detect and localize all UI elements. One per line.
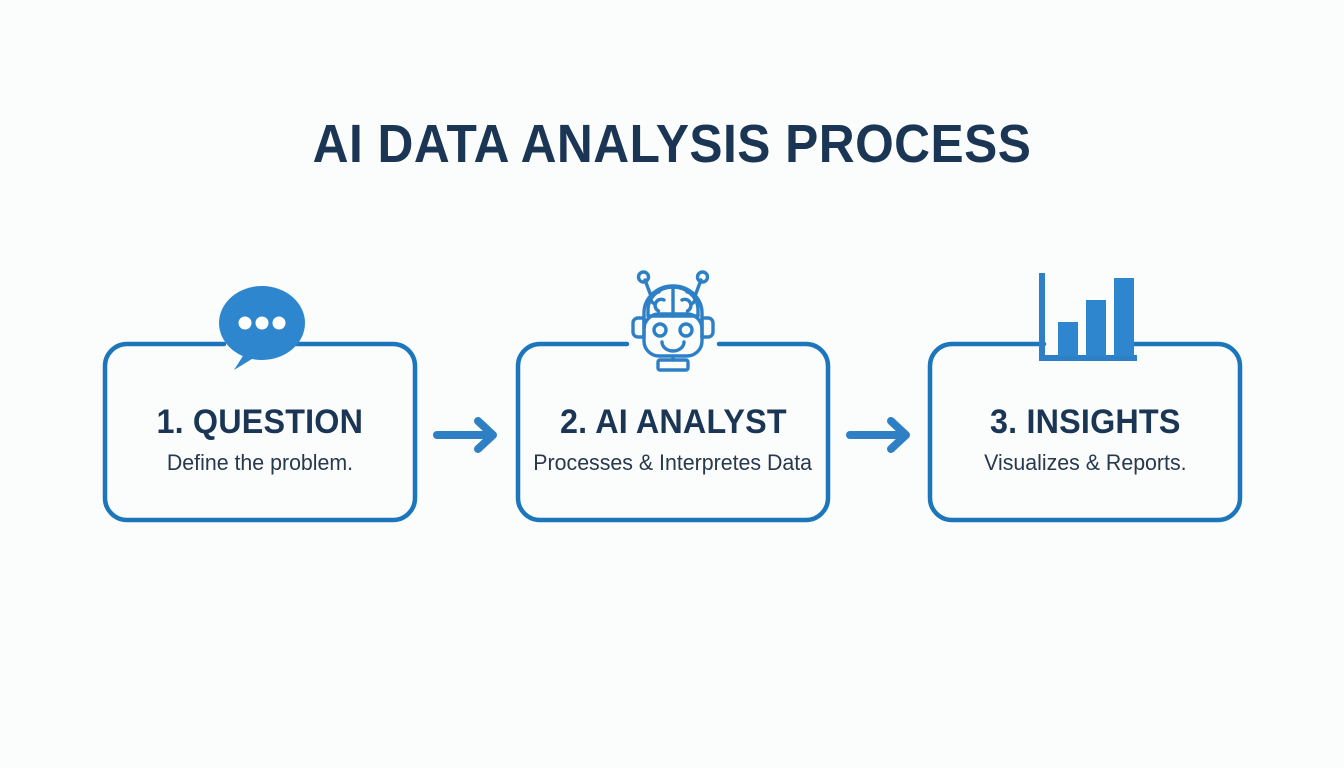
- robot-head-icon: [615, 266, 731, 374]
- process-step-insights[interactable]: 3. INSIGHTS Visualizes & Reports.: [927, 273, 1243, 523]
- process-step-ai-analyst[interactable]: 2. AI ANALYST Processes & Interpretes Da…: [515, 270, 831, 523]
- step-subtitle: Define the problem.: [166, 450, 354, 476]
- step-heading: 3. INSIGHTS: [989, 402, 1181, 441]
- step-heading: 1. QUESTION: [156, 402, 364, 441]
- step-text-block: 2. AI ANALYST Processes & Interpretes Da…: [516, 342, 830, 522]
- speech-bubble-icon: [212, 282, 308, 374]
- process-step-question[interactable]: 1. QUESTION Define the problem.: [102, 286, 418, 523]
- process-flow-row: 1. QUESTION Define the problem.: [0, 260, 1344, 540]
- arrow-right-icon-1: [432, 415, 504, 455]
- step-text-block: 1. QUESTION Define the problem.: [103, 342, 417, 522]
- step-subtitle: Visualizes & Reports.: [983, 450, 1187, 476]
- arrow-right-icon-2: [845, 415, 917, 455]
- bar-chart-icon: [1030, 270, 1140, 370]
- step-subtitle: Processes & Interpretes Data: [533, 450, 813, 476]
- page-title: AI DATA ANALYSIS PROCESS: [312, 114, 1032, 174]
- step-text-block: 3. INSIGHTS Visualizes & Reports.: [928, 342, 1242, 522]
- step-heading: 2. AI ANALYST: [559, 402, 787, 441]
